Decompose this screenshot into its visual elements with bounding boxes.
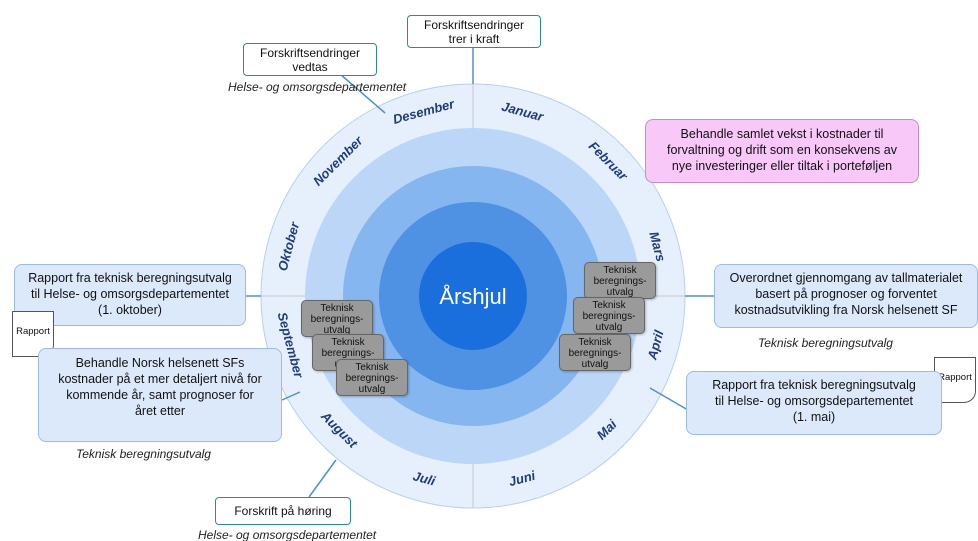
tb-label: beregnings- bbox=[593, 276, 647, 287]
note-regulation-adopted-line2: vedtas bbox=[292, 60, 328, 74]
note-cost-growth-line3: nye investeringer eller tiltak i portefø… bbox=[671, 159, 893, 173]
tb-label: utvalg bbox=[358, 384, 386, 395]
tb-label: utvalg bbox=[595, 322, 623, 333]
note-report-october-line1: Rapport fra teknisk beregningsutvalg bbox=[28, 271, 232, 285]
tb-label: Teknisk bbox=[355, 362, 389, 373]
note-report-october: Rapport fra teknisk beregningsutvalg til… bbox=[14, 264, 246, 326]
wheel-core bbox=[419, 242, 527, 350]
note-cost-growth-line2: forvaltning og drift som en konsekvens a… bbox=[667, 143, 897, 157]
tb-label: Teknisk bbox=[578, 337, 612, 348]
tb-label: utvalg bbox=[323, 325, 351, 336]
note-cost-growth-line1: Behandle samlet vekst i kostnader til bbox=[680, 127, 884, 141]
connector-bottom bbox=[308, 459, 337, 498]
tb-label: Teknisk bbox=[603, 265, 637, 276]
note-regulation-effective-line1: Forskriftsendringer bbox=[423, 18, 525, 32]
month-label-juni: Juni bbox=[507, 468, 537, 490]
tb-label: Teknisk bbox=[320, 303, 354, 314]
caption-bottom: Helse- og omsorgsdepartementet bbox=[198, 528, 377, 541]
caption-leftbottom: Teknisk beregningsutvalg bbox=[76, 447, 211, 461]
note-detailed-costs-line4: året etter bbox=[134, 404, 186, 418]
note-regulation-adopted-line1: Forskriftsendringer bbox=[259, 46, 361, 60]
note-overall-review: Overordnet gjennomgang av tallmaterialet… bbox=[714, 264, 978, 328]
note-overall-review-line3: kostnadsutvikling fra Norsk helsenett SF bbox=[734, 303, 958, 317]
note-regulation-effective: Forskriftsendringer trer i kraft bbox=[407, 15, 541, 48]
connector-rightbottom bbox=[649, 387, 689, 411]
tb-label: beregnings- bbox=[582, 311, 636, 322]
note-detailed-costs-line1: Behandle Norsk helsenett SFs bbox=[75, 356, 245, 370]
note-overall-review-line2: basert på prognoser og forventet bbox=[755, 287, 937, 301]
connector-topleft bbox=[339, 73, 386, 114]
tb-label: beregnings- bbox=[568, 348, 622, 359]
tb-label: Teknisk bbox=[592, 300, 626, 311]
caption-right: Teknisk beregningsutvalg bbox=[758, 336, 893, 350]
note-report-may: Rapport fra teknisk beregningsutvalg til… bbox=[686, 371, 942, 435]
note-report-may-line3: (1. mai) bbox=[792, 410, 836, 424]
wheel-center-label: Årshjul bbox=[439, 284, 506, 309]
tb-label: beregnings- bbox=[321, 348, 375, 359]
note-regulation-adopted: Forskriftsendringer vedtas bbox=[243, 43, 377, 76]
note-detailed-costs: Behandle Norsk helsenett SFs kostnader p… bbox=[38, 348, 282, 442]
note-overall-review-line1: Overordnet gjennomgang av tallmaterialet bbox=[729, 271, 963, 285]
note-report-october-line3: (1. oktober) bbox=[98, 303, 162, 317]
tb-label: utvalg bbox=[581, 359, 609, 370]
caption-topleft: Helse- og omsorgsdepartementet bbox=[228, 80, 407, 94]
tb-label: beregnings- bbox=[345, 373, 399, 384]
connector-leftbottom bbox=[281, 391, 301, 401]
note-regulation-hearing: Forskrift på høring bbox=[215, 497, 351, 525]
tb-label: beregnings- bbox=[310, 314, 364, 325]
note-report-may-line2: til Helse- og omsorgsdepartementet bbox=[714, 394, 913, 408]
note-cost-growth: Behandle samlet vekst i kostnader til fo… bbox=[645, 119, 919, 183]
tb-label: utvalg bbox=[606, 287, 634, 298]
note-regulation-effective-line2: trer i kraft bbox=[448, 32, 500, 46]
note-report-october-line2: til Helse- og omsorgsdepartementet bbox=[30, 287, 229, 301]
note-detailed-costs-line3: kommende år, samt prognoser for bbox=[66, 388, 254, 402]
month-label-juli: Juli bbox=[411, 468, 437, 488]
note-detailed-costs-line2: kostnader på et mer detaljert nivå for bbox=[58, 372, 262, 386]
note-regulation-hearing-line1: Forskrift på høring bbox=[234, 504, 332, 518]
tb-label: Teknisk bbox=[331, 337, 365, 348]
note-report-may-line1: Rapport fra teknisk beregningsutvalg bbox=[712, 378, 916, 392]
